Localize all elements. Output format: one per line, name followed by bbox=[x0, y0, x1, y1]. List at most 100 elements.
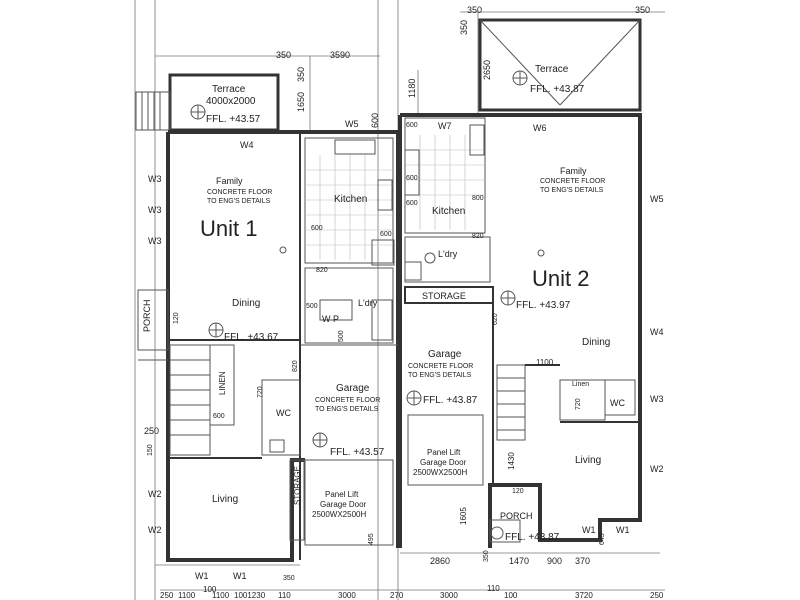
window-w3-a: W3 bbox=[148, 174, 162, 184]
window-w3-c: W3 bbox=[148, 236, 162, 246]
dim-r110b: 110 bbox=[487, 584, 500, 593]
dim-k500b: 500 bbox=[338, 330, 345, 342]
unit1-garage-ffl: FFL. +43.57 bbox=[330, 447, 385, 458]
window-w6: W6 bbox=[533, 123, 547, 133]
unit1-door-label-1: Panel Lift bbox=[325, 490, 359, 499]
unit2-terrace-outline bbox=[478, 18, 642, 112]
unit-2 bbox=[398, 18, 642, 548]
dim-k600d: 600 bbox=[406, 175, 418, 182]
dim-v-600: 600 bbox=[370, 113, 380, 128]
dim-k600e: 600 bbox=[406, 200, 418, 207]
dim-d495: 495 bbox=[368, 533, 375, 545]
unit1-garage-door-box bbox=[304, 459, 394, 546]
unit1-linen-label: LINEN bbox=[218, 371, 227, 395]
dim-k500a: 500 bbox=[306, 303, 318, 310]
dim-b1470: 1470 bbox=[509, 556, 529, 566]
dim-p150: 150 bbox=[147, 444, 154, 456]
unit1-door-label-3: 2500WX2500H bbox=[312, 510, 366, 519]
unit2-kitchen-tiles bbox=[405, 135, 485, 230]
unit2-garage-floor-1: CONCRETE FLOOR bbox=[408, 363, 473, 370]
unit2-kitchen-label: Kitchen bbox=[432, 206, 465, 217]
unit2-garage-ffl: FFL. +43.87 bbox=[423, 395, 478, 406]
unit-1 bbox=[135, 73, 400, 562]
unit1-garage-floor-1: CONCRETE FLOOR bbox=[315, 397, 380, 404]
unit2-terrace-ffl: FFL. +43.87 bbox=[530, 84, 585, 95]
dim-b2860: 2860 bbox=[430, 556, 450, 566]
unit2-garage-floor-2: TO ENG'S DETAILS bbox=[408, 372, 472, 379]
unit2-laundry-label: L'dry bbox=[438, 249, 458, 259]
dim-r1100b: 1100 bbox=[212, 591, 230, 600]
unit1-door-label-2: Garage Door bbox=[320, 500, 367, 509]
unit2-outer-wall bbox=[398, 113, 642, 548]
unit2-dining-label: Dining bbox=[582, 337, 610, 348]
dim-d720b: 720 bbox=[575, 398, 582, 410]
unit1-kitchen-tiles bbox=[305, 155, 393, 260]
window-w1-a: W1 bbox=[195, 571, 209, 581]
unit2-door-label-3: 2500WX2500H bbox=[413, 468, 467, 477]
unit1-storage-label: STORAGE bbox=[293, 466, 302, 505]
window-w3-right: W3 bbox=[650, 394, 664, 404]
dim-d1430: 1430 bbox=[507, 452, 516, 470]
labels: Terrace 4000x2000 FFL. +43.57 Family CON… bbox=[142, 64, 625, 543]
dim-r270: 270 bbox=[390, 591, 404, 600]
unit1-porch-label: PORCH bbox=[142, 299, 152, 332]
dim-d1605: 1605 bbox=[459, 507, 468, 525]
dim-r3000b: 3000 bbox=[440, 591, 458, 600]
window-w1-c: W1 bbox=[582, 525, 596, 535]
unit2-door-label-1: Panel Lift bbox=[427, 448, 461, 457]
dim-top-350b: 350 bbox=[467, 5, 482, 15]
unit1-wc-label: WC bbox=[276, 408, 291, 418]
unit1-title: Unit 1 bbox=[200, 216, 257, 241]
dim-d120b: 120 bbox=[512, 488, 524, 495]
dim-r110: 110 bbox=[278, 591, 291, 600]
dimension-labels: 350 3590 350 350 350 1650 600 1180 2650 … bbox=[144, 5, 664, 600]
unit2-garage-label: Garage bbox=[428, 349, 462, 360]
unit2-linen-label: Linen bbox=[572, 381, 589, 388]
unit2-garage-door-box bbox=[407, 414, 484, 486]
dim-p720: 720 bbox=[257, 386, 264, 398]
window-w1-b: W1 bbox=[233, 571, 247, 581]
window-w2-a: W2 bbox=[148, 489, 162, 499]
unit1-garage-label: Garage bbox=[336, 383, 370, 394]
unit1-family-floor-2: TO ENG'S DETAILS bbox=[207, 198, 271, 205]
window-w5-right: W5 bbox=[650, 194, 664, 204]
unit1-dining-label: Dining bbox=[232, 298, 260, 309]
unit1-terrace-ffl: FFL. +43.57 bbox=[206, 114, 261, 125]
dim-k820a: 820 bbox=[316, 267, 328, 274]
dim-v-350r: 350 bbox=[459, 20, 469, 35]
unit1-terrace-size: 4000x2000 bbox=[206, 96, 256, 107]
window-w2-right: W2 bbox=[650, 464, 664, 474]
dim-r1001230: 1001230 bbox=[234, 591, 266, 600]
dim-top-350a: 350 bbox=[276, 50, 291, 60]
dim-r100: 100 bbox=[203, 585, 217, 594]
unit1-dining-ffl: FFL. +43.67 bbox=[224, 332, 279, 343]
unit1-living-label: Living bbox=[212, 494, 238, 505]
unit2-wc-label: WC bbox=[610, 398, 625, 408]
unit2-storage-ffl: FFL. +43.97 bbox=[516, 300, 571, 311]
dim-k820b: 820 bbox=[472, 233, 484, 240]
dim-b370: 370 bbox=[575, 556, 590, 566]
dim-r3000a: 3000 bbox=[338, 591, 356, 600]
window-w1-d: W1 bbox=[616, 525, 630, 535]
unit1-family-floor-1: CONCRETE FLOOR bbox=[207, 189, 272, 196]
unit2-stairs bbox=[496, 364, 526, 441]
dimension-lines bbox=[134, 0, 665, 600]
dim-v-350: 350 bbox=[296, 67, 306, 82]
dim-k600c: 600 bbox=[406, 122, 418, 129]
dim-p250: 250 bbox=[144, 426, 159, 436]
unit2-family-floor-2: TO ENG'S DETAILS bbox=[540, 187, 604, 194]
dim-p600: 600 bbox=[213, 413, 225, 420]
unit1-laundry-label: L'dry bbox=[358, 298, 378, 308]
unit2-storage-label: STORAGE bbox=[422, 291, 466, 301]
window-w4: W4 bbox=[240, 140, 254, 150]
unit2-living-label: Living bbox=[575, 455, 601, 466]
window-w5: W5 bbox=[345, 119, 359, 129]
dim-k600a: 600 bbox=[311, 225, 323, 232]
dim-r250b: 250 bbox=[650, 591, 664, 600]
dim-d620: 620 bbox=[492, 313, 499, 325]
unit1-family-label: Family bbox=[216, 176, 243, 186]
unit1-garage-floor-2: TO ENG'S DETAILS bbox=[315, 406, 379, 413]
window-w7: W7 bbox=[438, 121, 452, 131]
dim-r100b: 100 bbox=[504, 591, 518, 600]
